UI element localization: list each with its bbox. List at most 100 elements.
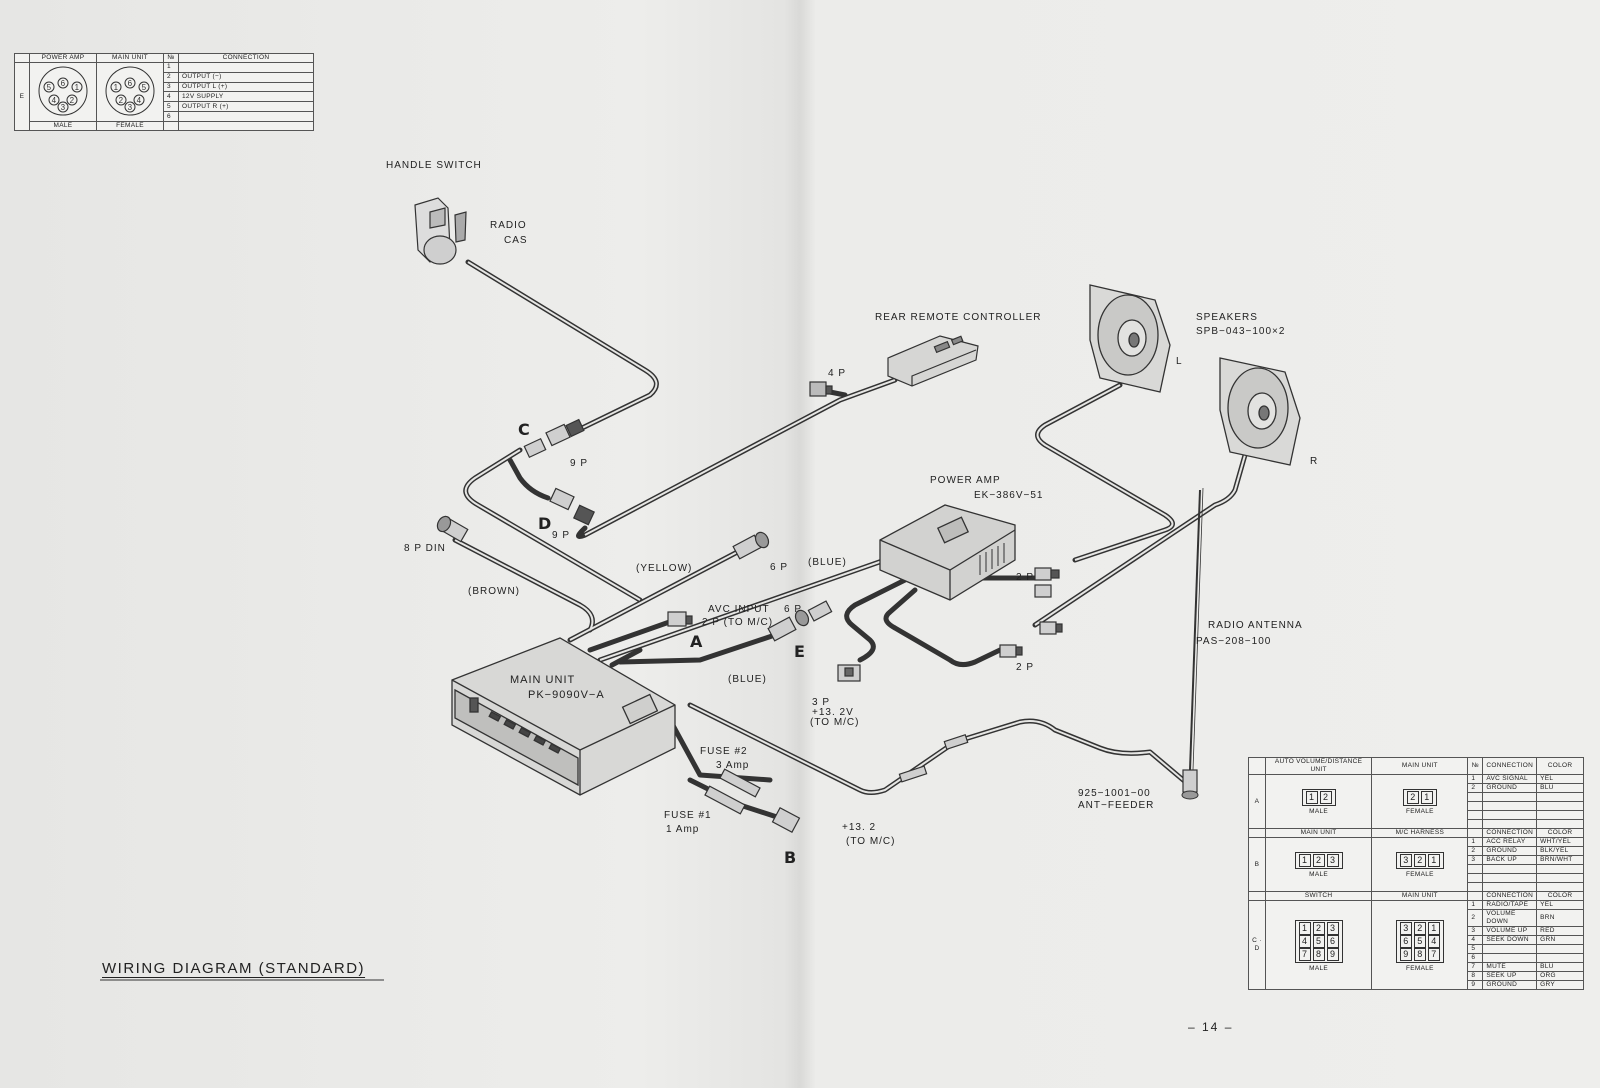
e-conn-5: OUTPUT R (+) [178,101,314,113]
cd-female-label: FEMALE [1405,964,1434,972]
section-label-a: A [1248,774,1266,829]
cd-conn-2: VOLUME DOWN [1482,909,1538,927]
label-handle-switch: HANDLE SWITCH [386,160,482,171]
label-radio: RADIO [490,220,527,231]
b-conn-2: GROUND [1482,846,1538,856]
label-8p-din: 8 P DIN [404,543,446,554]
three-p-connector-icon [837,664,861,682]
a-conn-2: GROUND [1482,783,1538,793]
connector-e-icon [767,600,833,642]
cd-no-1: 1 [1467,900,1484,910]
ant-feeder-plug-icons [898,734,969,783]
cd-conn-4: SEEK DOWN [1482,935,1538,945]
cd-conn-8: SEEK UP [1482,971,1538,981]
power-amp-icon [879,504,1016,601]
cd-color-1: YEL [1536,900,1584,910]
blue-cable-e [617,632,778,665]
label-main-unit: MAIN UNIT [510,674,576,686]
main-unit-icon [451,637,676,796]
b-no-2: 2 [1467,846,1484,856]
amp-2p-cable-2 [883,587,1003,668]
connector-d-icon [549,487,596,526]
label-13-2v: +13. 2V [812,707,854,718]
cd-conn-3: VOLUME UP [1482,926,1538,936]
e-no-5: 5 [163,101,179,113]
a-th-main-unit: MAIN UNIT [1371,757,1469,775]
label-b: B [784,848,798,867]
radio-antenna-icon [1181,487,1204,800]
b-th-main-unit: MAIN UNIT [1264,828,1373,838]
a-th-no: № [1467,757,1484,775]
three-p-cable [844,577,908,663]
e-no-1: 1 [163,62,179,73]
label-rear-remote: REAR REMOTE CONTROLLER [875,312,1042,323]
cd-color-4: GRN [1536,935,1584,945]
label-speakers: SPEAKERS [1196,312,1258,323]
svg-text:2: 2 [70,96,75,105]
cd-no-6: 6 [1467,953,1484,963]
label-avc-input-2p: 2 P (TO M/C) [702,617,774,628]
din-plug-icon [436,515,469,543]
cd-color-5 [1536,944,1584,954]
label-avc-input: AVC INPUT [708,604,770,615]
svg-text:3: 3 [128,103,133,112]
label-power-amp: POWER AMP [930,475,1001,486]
connector-table-abcd: AUTO VOLUME/DISTANCE UNIT MAIN UNIT № CO… [1248,757,1584,990]
row-label-e: E [14,62,30,131]
e-no-3: 3 [163,81,179,93]
label-antenna-model: PAS−208−100 [1196,636,1272,647]
cd-conn-9: GROUND [1482,980,1538,990]
main-feed [609,647,643,668]
page-number: – 14 – [1188,1020,1234,1034]
label-left: L [1176,356,1183,367]
b-color-2: BLK/YEL [1536,846,1584,856]
a-color-1: YEL [1536,774,1584,784]
cd-th-color: COLOR [1536,891,1584,901]
label-9p-d: 9 P [552,530,571,541]
six-p-connector-icon [732,531,770,560]
e-no-6: 6 [163,111,179,122]
label-2p-2: 2 P [1016,662,1035,673]
label-ant-feeder-no: 925−1001−00 [1078,788,1151,799]
page-title: WIRING DIAGRAM (STANDARD) [102,960,366,977]
a-female-label: FEMALE [1405,808,1434,815]
cd-color-9: GRY [1536,980,1584,990]
svg-text:3: 3 [61,103,66,112]
handle-switch-icon [414,197,467,265]
cd-color-6 [1536,953,1584,963]
cd-conn-7: MUTE [1482,962,1538,972]
e-male-label: MALE [29,121,97,131]
th-no: № [163,53,179,63]
speaker-right-icon [1219,357,1301,466]
label-fuse1: FUSE #1 [664,810,712,821]
label-2p-1: 2 P [1016,572,1035,583]
svg-text:1: 1 [75,83,80,92]
label-e: E [794,642,806,661]
e-no-2: 2 [163,71,179,83]
label-4p: 4 P [828,368,847,379]
cd-conn-6 [1482,953,1538,963]
cd-male-label: MALE [1309,964,1329,972]
label-blue-top: (BLUE) [808,557,847,568]
b-color-3: BRN/WHT [1536,855,1584,865]
cd-color-8: ORG [1536,971,1584,981]
cd-conn-1: RADIO/TAPE [1482,900,1538,910]
b-no-3: 3 [1467,855,1484,865]
svg-text:5: 5 [47,83,52,92]
label-c: C [518,420,531,439]
label-9p-c: 9 P [570,458,589,469]
label-cas: CAS [504,235,528,246]
a-conn-1: AVC SIGNAL [1482,774,1538,784]
cd-color-2: BRN [1536,909,1584,927]
fuse-cable-1 [667,717,773,783]
label-6p-top: 6 P [770,562,789,573]
a-th-connection: CONNECTION [1482,757,1538,775]
rear-remote-icon [809,335,979,397]
connector-c-icon [523,418,585,459]
